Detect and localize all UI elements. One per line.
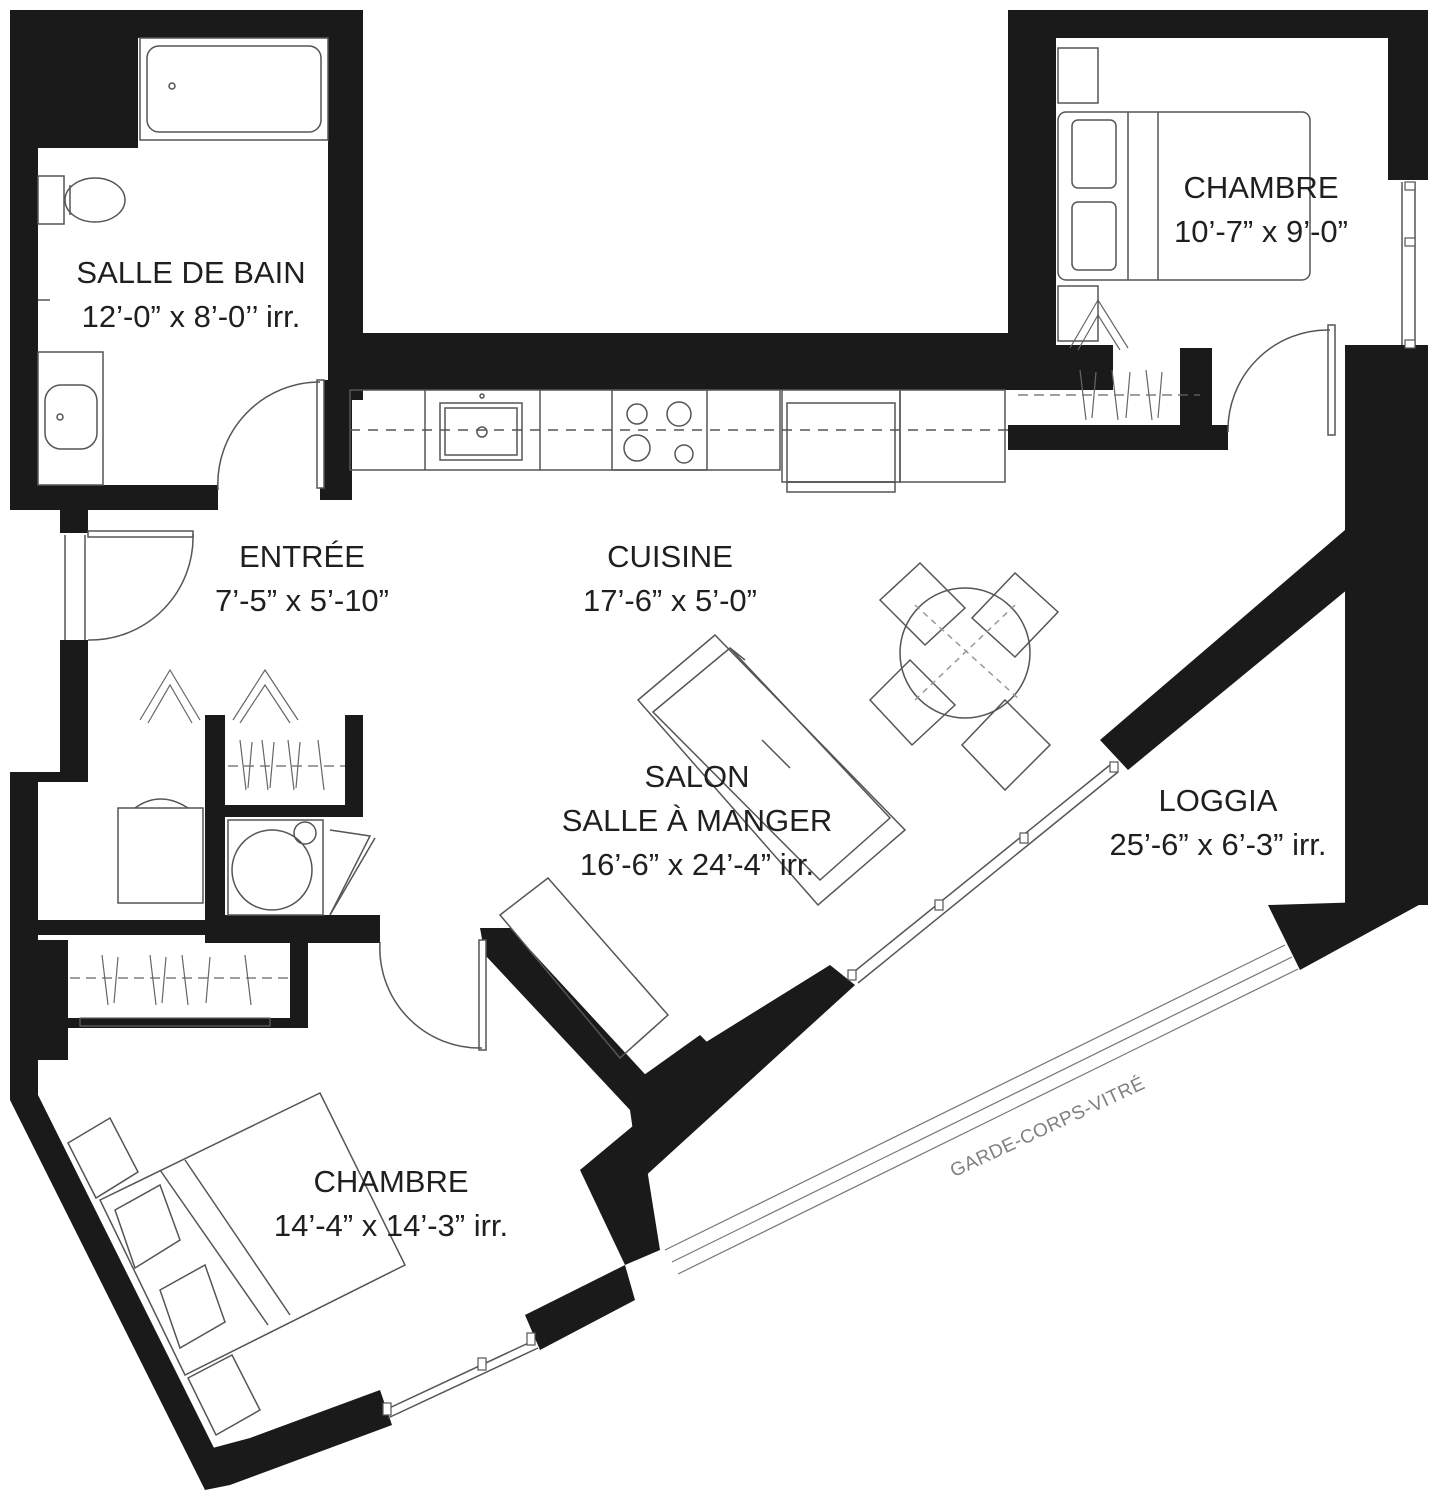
dining-table xyxy=(868,561,1060,792)
room-label-bathroom: SALLE DE BAIN 12’-0” x 8’-0’’ irr. xyxy=(76,251,305,339)
doors xyxy=(87,324,1336,1051)
room-label-kitchen: CUISINE 17’-6” x 5’-0” xyxy=(583,535,757,623)
room-name: CHAMBRE xyxy=(1183,170,1339,205)
tv-console xyxy=(498,876,670,1060)
room-label-living-dining: SALON SALLE À MANGER 16’-6” x 24’-4” irr… xyxy=(562,755,832,887)
room-dimensions: 14’-4” x 14’-3” irr. xyxy=(273,1208,509,1243)
room-label-bedroom-main: CHAMBRE 14’-4” x 14’-3” irr. xyxy=(274,1160,508,1248)
sink-vanity xyxy=(37,299,104,486)
window-marks xyxy=(382,181,1416,1416)
room-label-entrance: ENTRÉE 7’-5” x 5’-10” xyxy=(215,535,389,623)
room-name: CUISINE xyxy=(607,539,733,574)
kitchen-counter xyxy=(349,389,1010,493)
room-dimensions: 12’-0” x 8’-0’’ irr. xyxy=(81,299,301,334)
room-label-loggia: LOGGIA 25’-6” x 6’-3” irr. xyxy=(1109,779,1326,867)
room-name: SALLE DE BAIN xyxy=(76,255,306,290)
room-name: LOGGIA xyxy=(1158,783,1278,818)
windows xyxy=(64,182,1416,1419)
room-dimensions: 17’-6” x 5’-0” xyxy=(583,583,757,618)
room-dimensions: 16’-6” x 24’-4” irr. xyxy=(579,847,815,882)
walls xyxy=(10,10,1428,1490)
bed-main xyxy=(67,1091,407,1437)
sofa xyxy=(636,633,907,907)
room-dimensions: 7’-5” x 5’-10” xyxy=(215,583,389,618)
room-dimensions: 25’-6” x 6’-3” irr. xyxy=(1109,827,1327,862)
toilet xyxy=(37,175,126,225)
room-name: SALON xyxy=(644,759,750,794)
glass-railing xyxy=(664,944,1299,1275)
bed-small xyxy=(1057,47,1311,342)
bathtub xyxy=(139,37,329,141)
room-name: CHAMBRE xyxy=(313,1164,469,1199)
room-name: ENTRÉE xyxy=(239,539,365,574)
room-dimensions: 10’-7” x 9’-0” xyxy=(1174,214,1348,249)
closets xyxy=(70,298,1200,1027)
room-label-bedroom-small: CHAMBRE 10’-7” x 9’-0” xyxy=(1174,166,1348,254)
room-name-secondary: SALLE À MANGER xyxy=(561,803,833,838)
washer-dryer xyxy=(117,798,324,916)
